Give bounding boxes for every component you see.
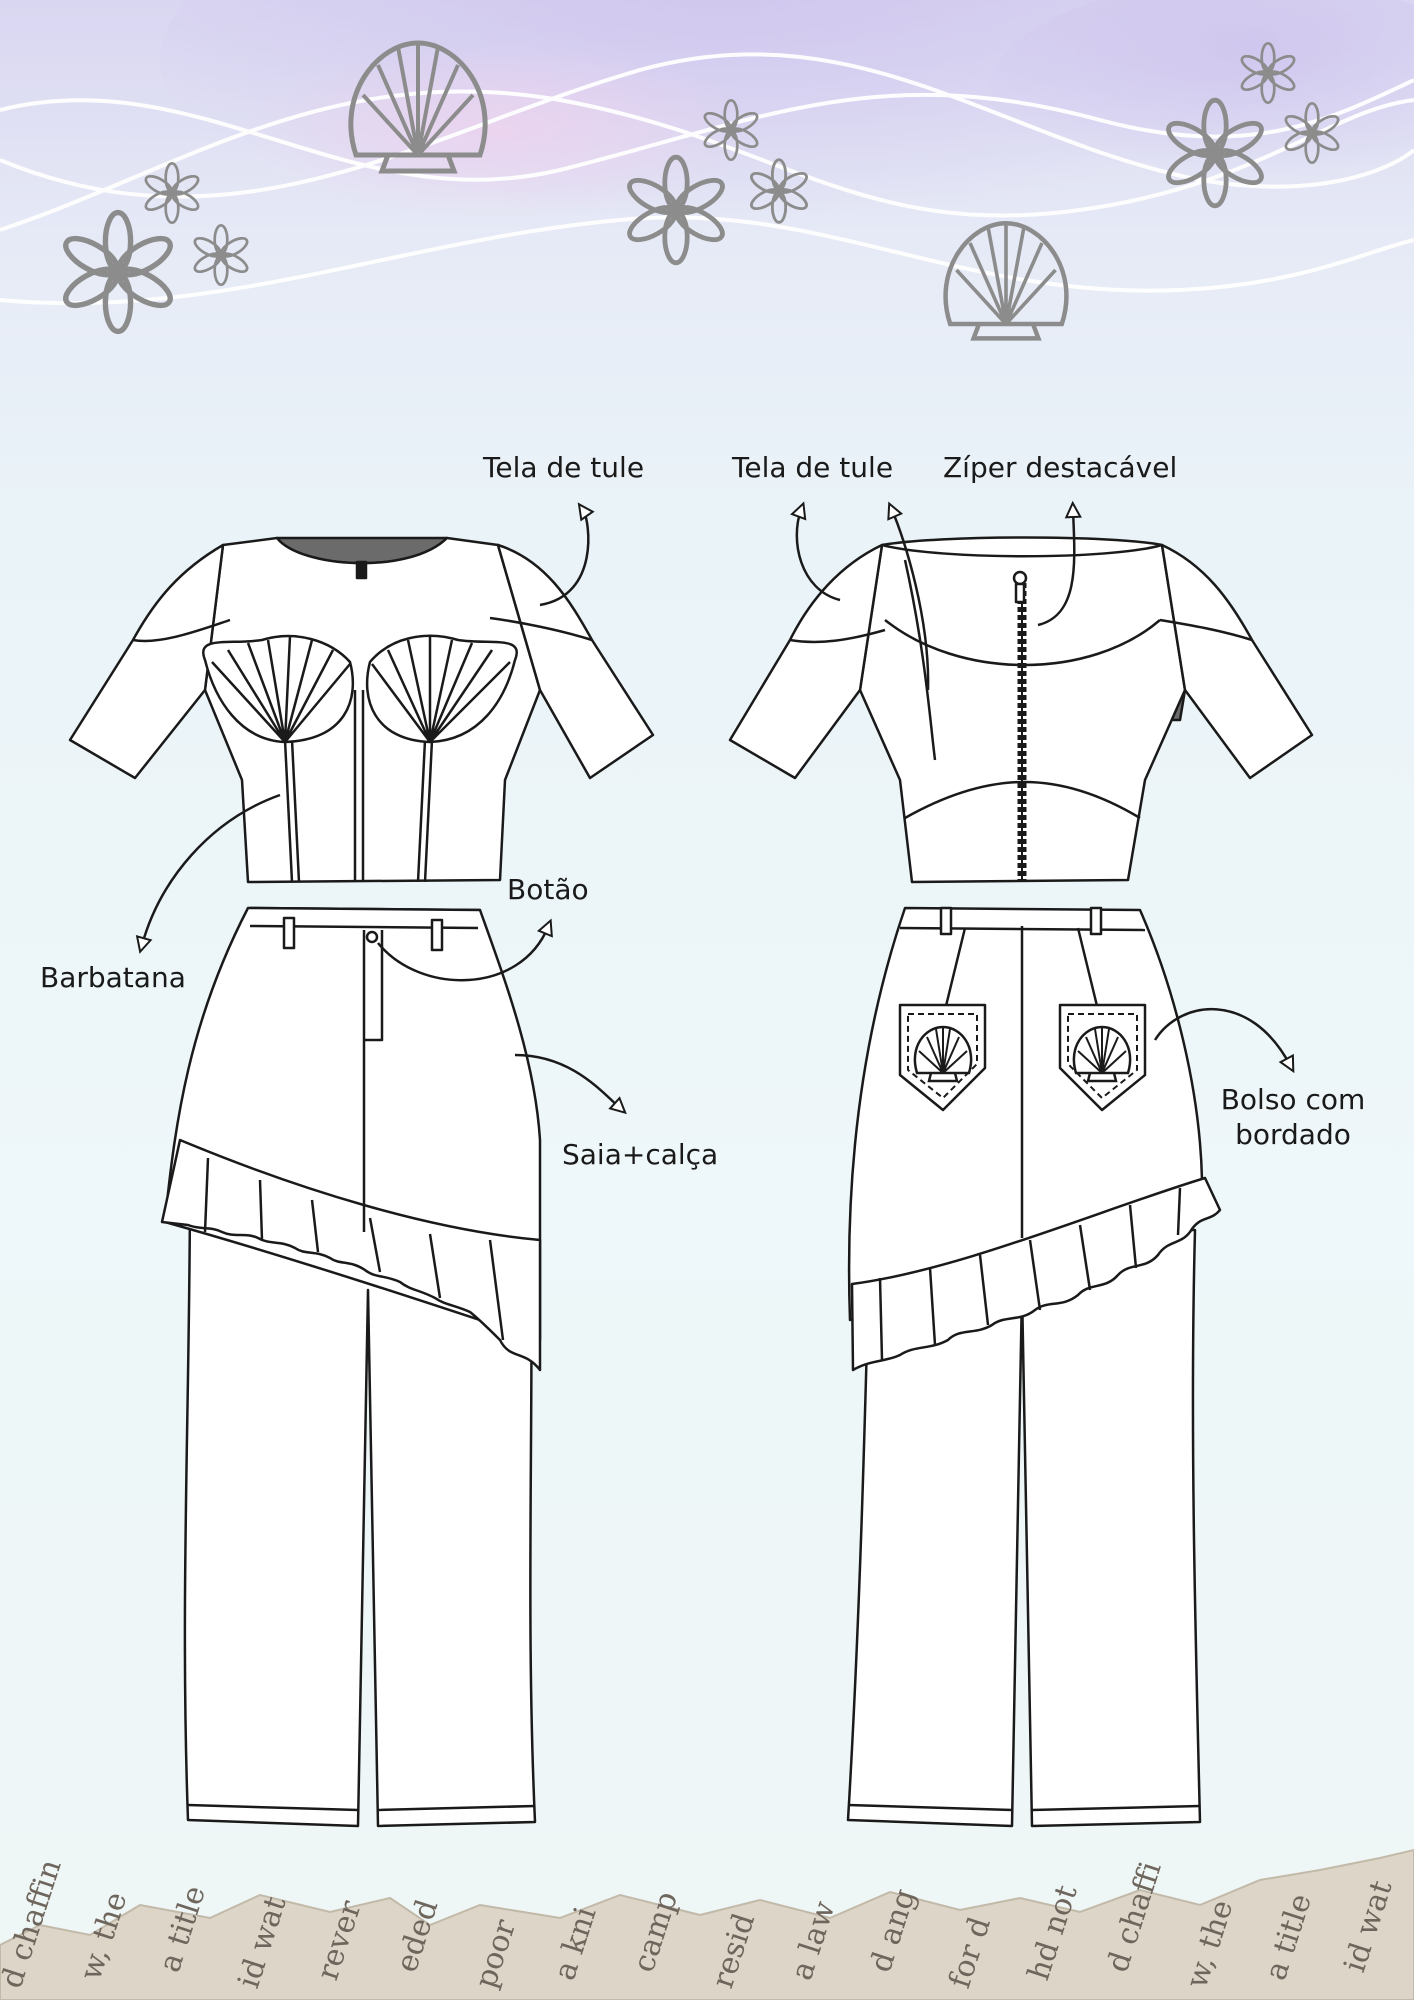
label-boning: Barbatana bbox=[40, 961, 186, 994]
arrow-zipper bbox=[1037, 500, 1082, 627]
arrow-back-mesh-2 bbox=[887, 501, 930, 691]
arrow-boning bbox=[135, 793, 281, 954]
front-top bbox=[68, 536, 655, 884]
embroidered-shell-icon bbox=[913, 1025, 973, 1083]
label-front-mesh: Tela de tule bbox=[483, 451, 645, 484]
annotation-arrows bbox=[135, 500, 1295, 1115]
flower-ornament-icon bbox=[60, 213, 175, 332]
label-pocket-line1: Bolso com bbox=[1220, 1083, 1366, 1116]
arrow-pocket bbox=[1153, 1007, 1295, 1074]
shell-ornament-icon bbox=[946, 223, 1067, 338]
arrow-skirt-pants bbox=[514, 1053, 627, 1115]
arrow-button bbox=[377, 918, 553, 982]
label-back-mesh: Tela de tule bbox=[732, 451, 894, 484]
embroidered-shell-icon bbox=[1072, 1025, 1132, 1083]
label-button: Botão bbox=[507, 873, 589, 906]
back-skirt-pants bbox=[846, 906, 1222, 1828]
label-zipper: Zíper destacável bbox=[943, 451, 1178, 484]
label-skirt-pants: Saia+calça bbox=[562, 1138, 719, 1171]
arrow-front-mesh bbox=[539, 502, 595, 607]
label-pocket-line2: bordado bbox=[1235, 1118, 1351, 1151]
label-pocket: Bolso com bordado bbox=[1218, 1082, 1368, 1152]
wave-lines bbox=[0, 52, 1414, 306]
front-skirt-pants bbox=[160, 906, 542, 1828]
back-top bbox=[728, 536, 1314, 884]
arrow-back-mesh bbox=[790, 501, 841, 602]
flower-ornament-icon bbox=[190, 223, 252, 287]
